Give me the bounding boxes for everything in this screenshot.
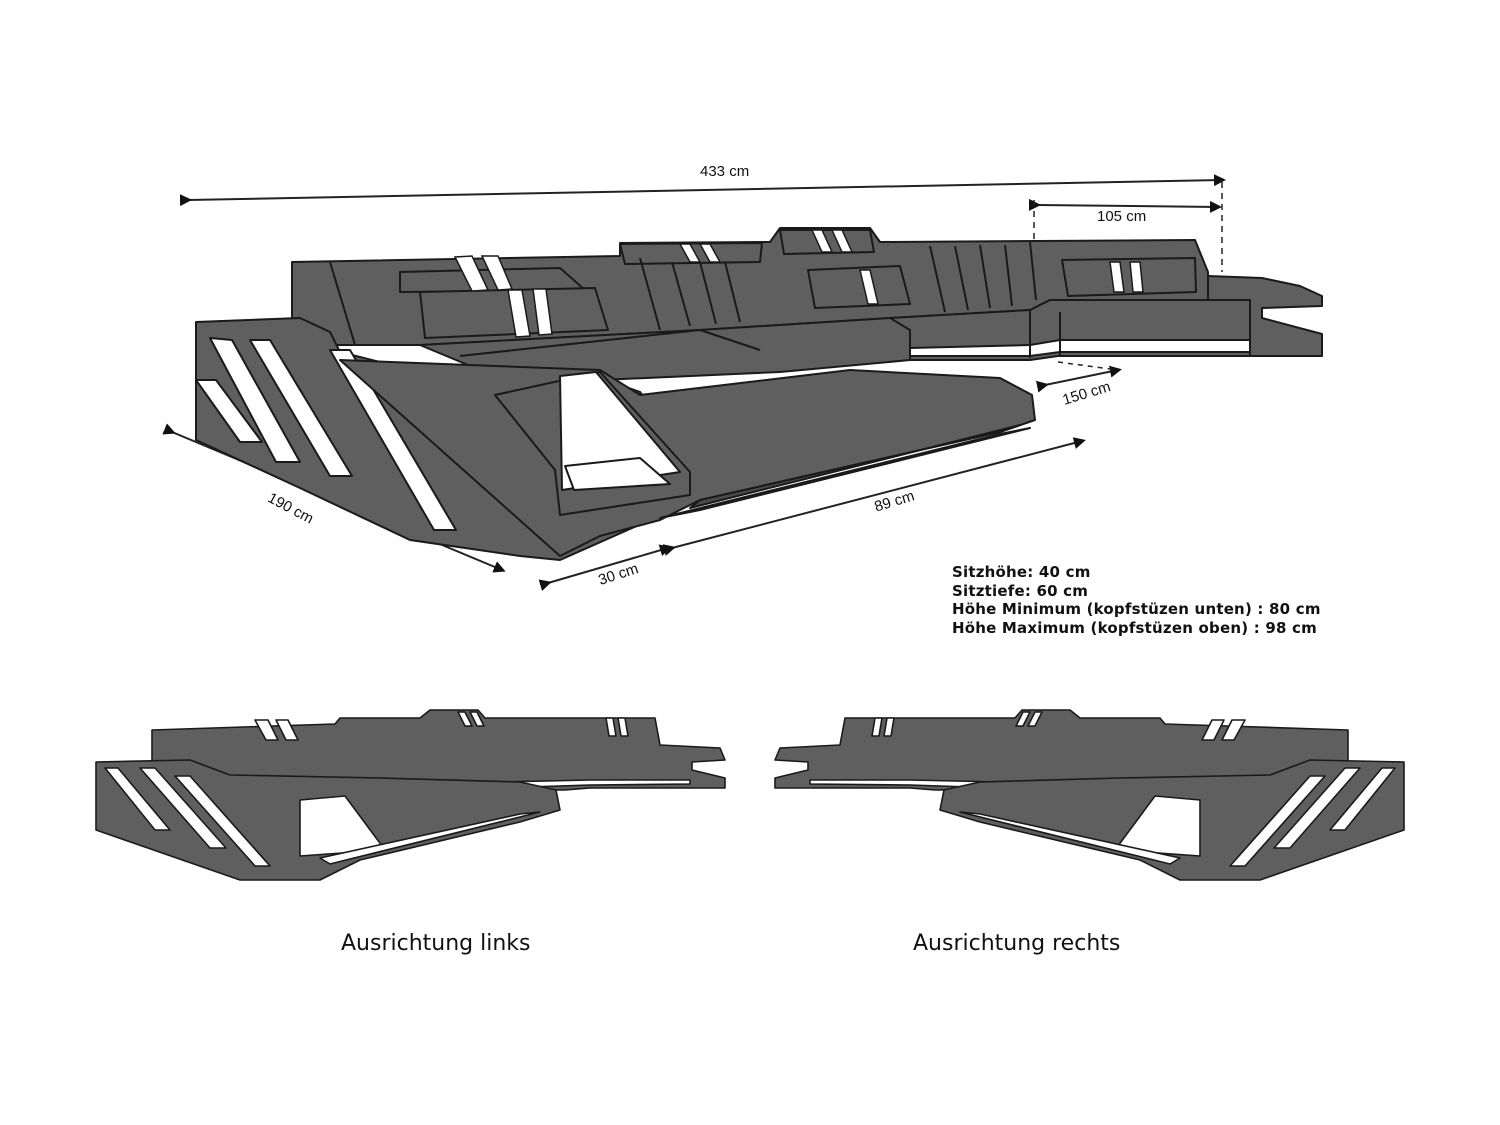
variant-left-drawing (95, 709, 726, 881)
spec-list: Sitzhöhe: 40 cm Sitztiefe: 60 cm Höhe Mi… (952, 563, 1321, 637)
caption-right-orientation: Ausrichtung rechts (913, 931, 1121, 956)
dim-total-width: 433 cm (700, 163, 750, 180)
variant-right-drawing (774, 709, 1405, 881)
spec-seat-depth: Sitztiefe: 60 cm (952, 581, 1089, 600)
led-stripes-back (453, 229, 1144, 338)
dim-right-section-width: 105 cm (1097, 208, 1147, 225)
spec-height-min: Höhe Minimum (kopfstüzen unten) : 80 cm (952, 600, 1321, 618)
sofa-seats (419, 299, 1251, 381)
chaise-lounge (339, 359, 1036, 557)
spec-seat-height: Sitzhöhe: 40 cm (952, 563, 1091, 581)
spec-height-max: Höhe Maximum (kopfstüzen oben) : 98 cm (952, 618, 1317, 637)
caption-left-orientation: Ausrichtung links (341, 931, 531, 956)
